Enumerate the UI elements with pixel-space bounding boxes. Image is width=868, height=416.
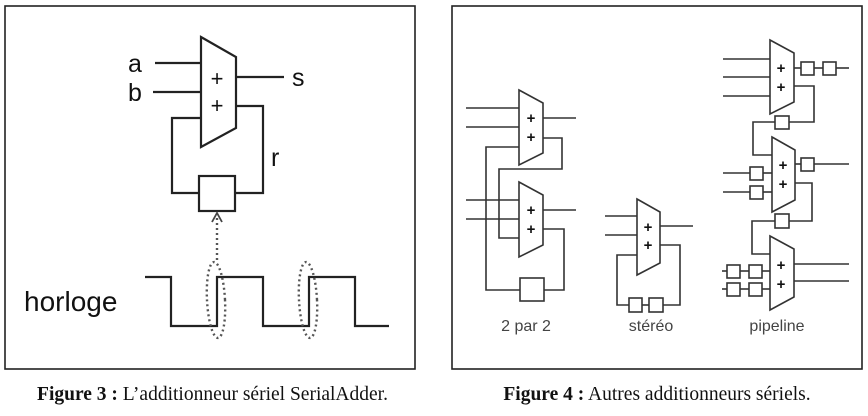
adder-block	[518, 88, 544, 167]
adder-plus-sign: +	[777, 79, 786, 96]
adder-plus-sign: +	[527, 202, 536, 219]
wire	[498, 137, 563, 239]
adder-block	[769, 38, 795, 116]
input-a-label: a	[128, 50, 142, 78]
figure-4	[451, 5, 863, 370]
variant-label-pipeline: pipeline	[749, 318, 804, 335]
variant-stereo	[605, 197, 693, 313]
figure-4-plus-signs: + + + + + + + + + + + +	[527, 60, 788, 293]
register-block	[726, 282, 741, 297]
register-block	[822, 61, 837, 76]
adder-block	[771, 135, 796, 214]
output-s-label: s	[292, 64, 305, 92]
register-block	[774, 213, 790, 229]
adder-plus-sign: +	[779, 157, 788, 174]
adder-block	[769, 234, 795, 312]
register-block	[519, 277, 545, 302]
wire	[751, 220, 775, 255]
figure-3-caption: Figure 3 : L’additionneur sériel SerialA…	[10, 384, 415, 406]
adder-plus-sign: +	[644, 237, 653, 254]
adder-block	[518, 180, 544, 259]
figure-4-frame	[451, 5, 863, 370]
carry-r-label: r	[271, 144, 279, 172]
register-block	[749, 185, 764, 200]
register-block	[800, 157, 815, 172]
adder-plus-sign: +	[527, 221, 536, 238]
figure-4-caption-text: Autres additionneurs sériels.	[584, 384, 811, 405]
figure-3-frame	[4, 5, 416, 370]
adder-plus-sign: +	[777, 276, 786, 293]
carry-out-wire	[235, 104, 265, 195]
register-block	[748, 282, 763, 297]
adder-plus-sign: +	[777, 257, 786, 274]
register-block	[774, 115, 790, 130]
register-block	[748, 264, 763, 279]
adder-block	[636, 197, 661, 277]
wire	[616, 254, 637, 306]
clock-waveform	[145, 275, 389, 328]
adder-plus-sign: +	[527, 110, 536, 127]
figure-3-caption-text: L’additionneur sériel SerialAdder.	[117, 384, 388, 405]
wire	[789, 182, 813, 222]
rising-edge-marker	[297, 260, 319, 340]
rising-edge-marker	[205, 260, 227, 340]
adder-plus-sign: +	[211, 93, 224, 118]
input-b-label: b	[128, 79, 142, 107]
adder-plus-sign: +	[644, 219, 653, 236]
register-block	[800, 61, 815, 76]
variant-pipeline	[722, 38, 849, 312]
wire	[543, 228, 565, 291]
variant-2-par-2	[466, 88, 576, 302]
wire	[789, 85, 815, 123]
wire	[752, 121, 775, 156]
variant-label-2-par-2: 2 par 2	[501, 318, 551, 335]
figure-4-caption: Figure 4 : Autres additionneurs sériels.	[452, 384, 862, 406]
register-block	[749, 166, 764, 181]
register-block	[628, 297, 643, 313]
register-block	[726, 264, 741, 279]
variant-label-stereo: stéréo	[629, 318, 674, 335]
adder-plus-sign: +	[777, 60, 786, 77]
adder-plus-sign: +	[527, 129, 536, 146]
figure-3: + + a b s r horloge	[4, 5, 416, 370]
figure-3-caption-number: Figure 3 :	[37, 384, 118, 405]
arrow-head-icon	[211, 211, 223, 223]
register-block	[648, 297, 664, 313]
serial-adder-block	[199, 35, 238, 149]
wire	[660, 244, 681, 306]
adder-plus-sign: +	[779, 176, 788, 193]
register-block	[197, 174, 237, 213]
clock-label: horloge	[24, 286, 117, 317]
adder-plus-sign: +	[211, 66, 224, 91]
figure-4-caption-number: Figure 4 :	[503, 384, 585, 405]
carry-in-wire	[170, 116, 201, 195]
